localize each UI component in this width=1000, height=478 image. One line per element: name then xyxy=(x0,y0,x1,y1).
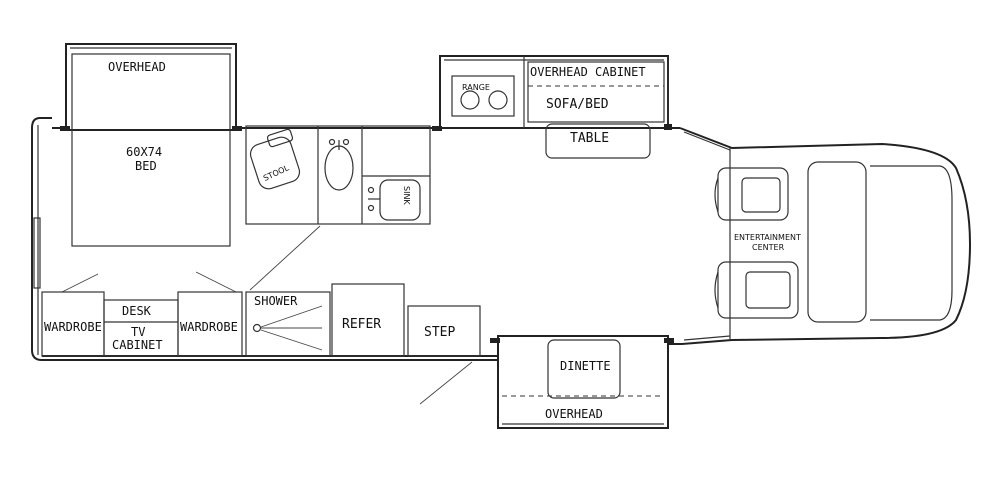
passenger-seat[interactable] xyxy=(714,261,799,319)
bed-label: BED xyxy=(135,159,157,173)
range-label: RANGE xyxy=(462,83,490,92)
kitchen-slideout xyxy=(432,55,672,131)
door-swing-line xyxy=(419,361,473,405)
dinette-overhead-label: OVERHEAD xyxy=(545,407,603,421)
table[interactable] xyxy=(545,123,651,159)
dinette-table[interactable] xyxy=(547,339,621,399)
stool-icon xyxy=(249,128,301,190)
refrigerator xyxy=(331,283,405,357)
rear-cabinets xyxy=(41,291,243,357)
wardrobe-right-label: WARDROBE xyxy=(180,320,238,334)
bedroom-slideout xyxy=(60,43,242,131)
shower-label: SHOWER xyxy=(254,294,298,308)
range-icon xyxy=(451,75,515,117)
table-label: TABLE xyxy=(570,131,609,146)
vanity-sink-icon xyxy=(324,138,354,191)
tv-label: TV xyxy=(131,325,145,339)
sofa-bed-label: SOFA/BED xyxy=(546,97,609,112)
step-label: STEP xyxy=(424,325,455,340)
shower xyxy=(245,291,331,357)
entry-step[interactable] xyxy=(407,305,481,357)
bedroom-floor-lines xyxy=(61,225,321,293)
overhead-cabinet-label: OVERHEAD CABINET xyxy=(530,65,646,79)
dinette-label: DINETTE xyxy=(560,359,611,373)
bathroom xyxy=(245,125,431,225)
entertainment-label-2: CENTER xyxy=(752,243,785,252)
tv-cabinet-label: CABINET xyxy=(112,338,163,352)
sink-label: SINK xyxy=(402,186,411,205)
entertainment-label-1: ENTERTAINMENT xyxy=(734,233,801,242)
cab-outline xyxy=(679,127,972,345)
sofa-bed[interactable] xyxy=(527,61,665,123)
driver-seat[interactable] xyxy=(714,167,789,221)
refer-label: REFER xyxy=(342,317,381,332)
desk-label: DESK xyxy=(122,304,152,318)
bed[interactable] xyxy=(71,53,231,247)
galley-sink-icon xyxy=(367,179,421,221)
wardrobe-left-label: WARDROBE xyxy=(44,320,102,334)
bedroom-overhead-label: OVERHEAD xyxy=(108,60,166,74)
stool-label: STOOL xyxy=(262,163,291,183)
dinette-slideout xyxy=(490,335,674,429)
bed-size-label: 60X74 xyxy=(126,145,162,159)
